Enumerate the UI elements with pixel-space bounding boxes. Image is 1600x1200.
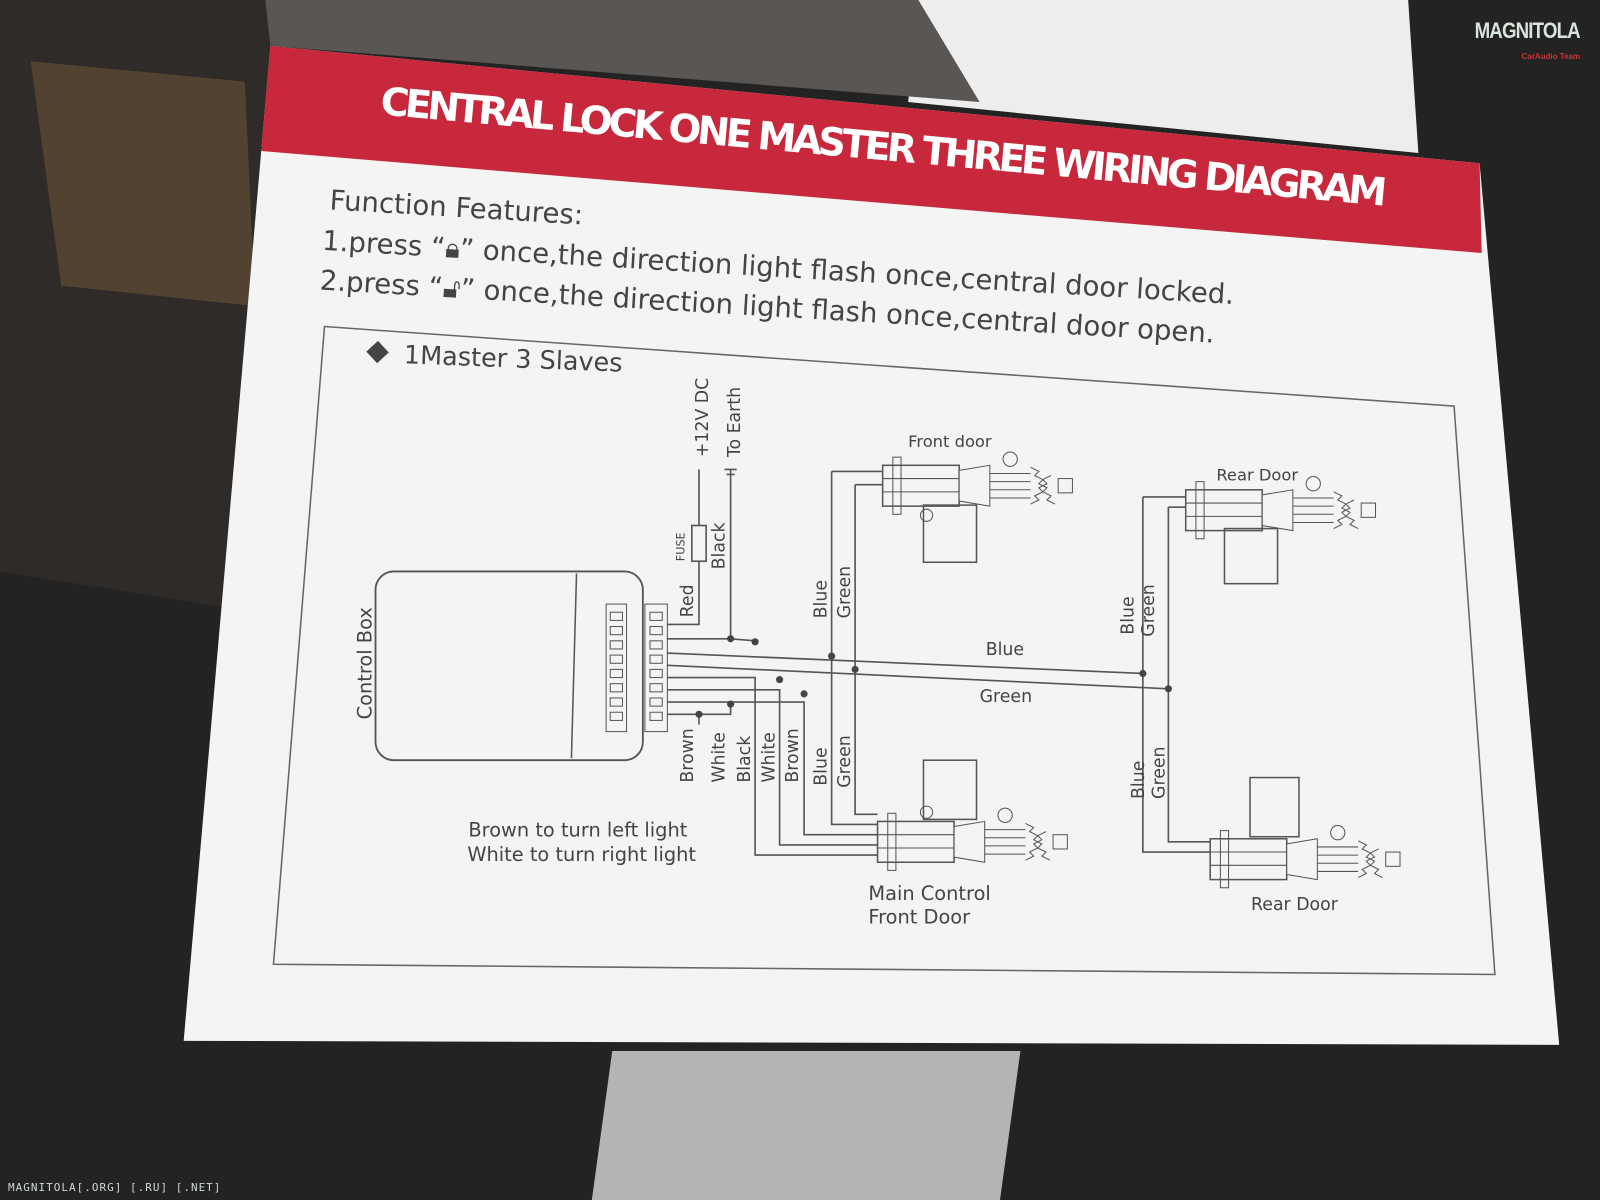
label-earth: To Earth <box>725 387 745 458</box>
watermark: MAGNITOLA[.ORG] [.RU] [.NET] <box>8 1181 222 1194</box>
main-control-label: Main Control <box>868 882 990 905</box>
rear-door-top-label: Rear Door <box>1216 466 1298 485</box>
label-green-rb: Green <box>1149 746 1169 798</box>
label-fuse: FUSE <box>675 532 688 561</box>
label-white-1: White <box>709 732 729 782</box>
label-brown-1: Brown <box>678 728 698 782</box>
label-green-rt: Green <box>1139 584 1159 636</box>
note-white: White to turn right light <box>467 843 696 866</box>
label-blue-rt: Blue <box>1119 596 1139 634</box>
label-blue-mc: Blue <box>812 747 832 785</box>
rear-door-bottom-label: Rear Door <box>1251 895 1339 915</box>
label-12v: +12V DC <box>693 378 713 457</box>
instruction-card <box>183 45 1560 1045</box>
label-brown-2: Brown <box>783 728 803 782</box>
diagram-frame <box>272 325 1496 976</box>
wire-junctions <box>695 635 1172 718</box>
rear-door-bottom-actuator: Rear Door <box>1209 776 1401 915</box>
label-black-top: Black <box>709 522 729 569</box>
magnitola-logo: MAGNITOLA CarAudio Team <box>1474 18 1581 61</box>
note-brown: Brown to turn left light <box>468 819 687 842</box>
label-green-bus: Green <box>980 687 1032 707</box>
lock-open-icon: 🔓︎ <box>442 272 462 305</box>
main-front-door-label: Front Door <box>868 905 970 928</box>
wiring <box>667 468 1211 856</box>
control-box-label: Control Box <box>353 607 376 719</box>
title-band <box>261 45 1482 254</box>
label-black-2: Black <box>735 736 755 783</box>
front-door-actuator: Front door <box>881 432 1074 564</box>
label-green-fd: Green <box>835 566 855 618</box>
label-blue-rb: Blue <box>1129 761 1149 799</box>
label-blue-bus: Blue <box>986 640 1024 660</box>
label-red: Red <box>678 584 698 617</box>
lock-closed-icon: 🔒︎ <box>444 232 461 265</box>
label-blue-fd: Blue <box>812 580 832 618</box>
front-door-label: Front door <box>908 432 992 451</box>
control-box: Control Box <box>353 570 668 762</box>
label-green-mc: Green <box>835 735 855 787</box>
label-white-2: White <box>759 732 779 782</box>
main-control-actuator: Main Control Front Door <box>868 759 1069 928</box>
diamond-bullet-icon <box>366 340 389 364</box>
rear-door-top-actuator: Rear Door <box>1184 466 1377 585</box>
